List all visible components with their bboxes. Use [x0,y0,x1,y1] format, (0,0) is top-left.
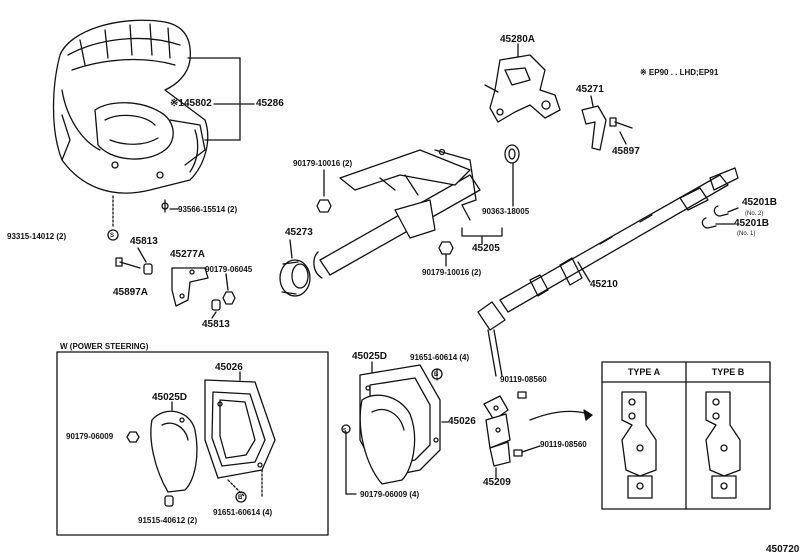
bracket-45280a [484,54,561,123]
label-45205: 45205 [472,243,500,254]
bolt-90119-upper [517,391,527,399]
column-tube-45205 [313,148,481,279]
label-90179-06045: 90179-06045 [205,265,253,274]
label-90363: 90363-18005 [482,207,530,216]
label-no2: (No. 2) [745,211,764,217]
type-a-joint [621,391,657,499]
label-w-90179-06009: 90179-06009 [66,432,114,441]
label-45897a: 45897A [113,287,149,298]
marker-b-letter-upper: B [434,372,439,378]
label-45201b-no1: 45201B [734,218,770,229]
marker-s-letter-main: S [343,428,347,434]
label-45286: 45286 [256,98,284,109]
w-cover-45025d [150,410,198,493]
label-45280a: 45280A [500,34,536,45]
label-45273: 45273 [285,227,313,238]
label-no1: (No. 1) [737,231,756,237]
label-45813-upper: 45813 [130,236,158,247]
bolt-90119-lower [513,449,523,457]
nut-90179-06045 [222,291,236,305]
label-45897: 45897 [612,146,640,157]
clip-45201b-no2 [713,205,729,217]
label-power-steering: W (POWER STEERING) [60,342,149,351]
nut-90179-10016-lower [438,241,454,255]
label-145802: ※145802 [170,98,212,109]
label-90119-lower: 90119-08560 [540,440,587,449]
bolt-45897a [115,257,141,269]
marker-b-letter-lower: B [238,495,243,501]
bracket-45277a [171,267,209,307]
w-screw-90179-06009 [126,431,140,443]
label-45201b-no2: 45201B [742,197,778,208]
marker-b-icon-upper [431,368,443,380]
power-steering-frame [56,351,329,536]
bushing-90363-18005 [504,144,520,164]
label-45271: 45271 [576,84,604,95]
screw-93566 [161,199,169,213]
bearing-45273 [279,259,311,297]
marker-s-icon [107,229,119,241]
marker-s-icon-main [341,424,351,434]
type-b-joint [705,391,741,499]
collar-45813-upper [143,263,153,275]
label-45813-lower: 45813 [202,319,230,330]
clip-45201b-no1 [701,217,717,229]
universal-joint-45209 [483,395,511,467]
label-93315: 93315-14012 (2) [7,232,67,241]
main-shaft-45210 [477,167,739,377]
label-note-models: ※ EP90 . . LHD;EP91 [640,68,719,77]
label-45026: 45026 [448,416,476,427]
marker-s-letter: S [110,233,115,239]
label-type-b: TYPE B [711,367,745,377]
figure-number: 450720 [766,544,800,555]
nut-90179-10016-upper [316,199,332,213]
label-45209: 45209 [483,477,511,488]
label-90179-10016-lower: 90179-10016 (2) [422,268,482,277]
label-w-45026: 45026 [215,362,243,373]
marker-b-icon-lower [235,491,247,503]
bolt-45897 [609,117,633,129]
label-45025d: 45025D [352,351,388,362]
label-type-a: TYPE A [627,367,661,377]
column-cover-illustration [52,19,209,194]
w-cover-45026 [204,379,276,479]
label-90179-06009: 90179-06009 (4) [360,490,420,499]
label-90179-10016-upper: 90179-10016 (2) [293,159,353,168]
leader-45205 [461,227,503,237]
cover-45025d-main [359,394,416,485]
label-w-91515: 91515-40612 (2) [138,516,198,525]
arrow-to-types [529,410,593,421]
label-w-45025d: 45025D [152,392,188,403]
label-93566: 93566-15514 (2) [178,205,238,214]
label-91651: 91651-60614 (4) [410,353,470,362]
label-45277a: 45277A [170,249,206,260]
w-screw-91515 [164,495,174,507]
clamp-45271 [581,105,607,151]
collar-45813-lower [211,299,221,311]
label-45210: 45210 [590,279,618,290]
label-90119-upper: 90119-08560 [500,375,547,384]
label-w-91651: 91651-60614 (4) [213,508,273,517]
